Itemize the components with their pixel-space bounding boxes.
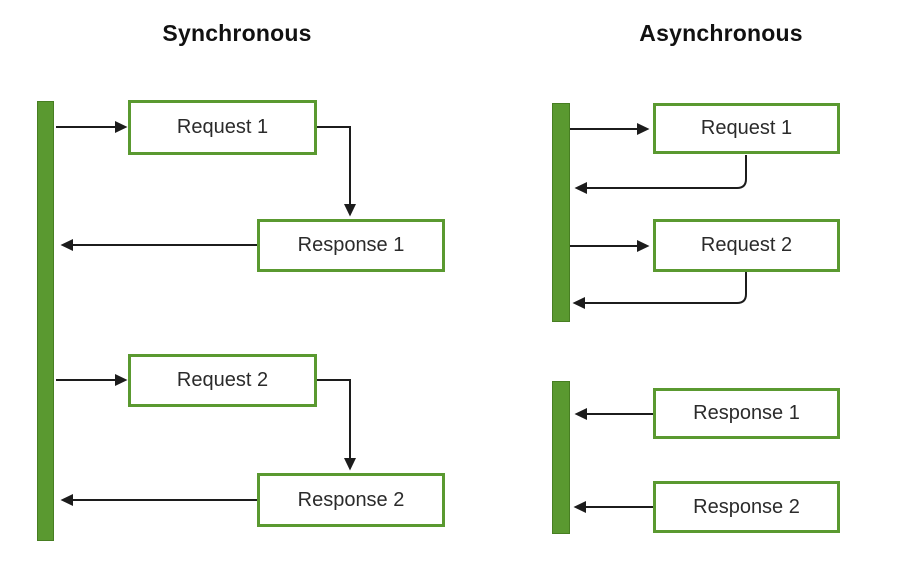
async-request1-return-arrow [574,155,747,194]
sync-request2-to-response2-arrow [317,379,356,471]
sync-request1-to-response1-arrow [317,126,356,217]
sync-response2-box: Response 2 [257,473,445,527]
async-response2-box: Response 2 [653,481,840,533]
sync-request1-box: Request 1 [128,100,317,155]
sync-request2-box: Request 2 [128,354,317,407]
sync-title: Synchronous [162,20,312,46]
async-response1-box: Response 1 [653,388,840,439]
async-request1-box: Request 1 [653,103,840,154]
async-request2-box: Request 2 [653,219,840,272]
async-lifeline-bar-top [552,103,570,322]
sync-response1-box: Response 1 [257,219,445,272]
async-lifeline-bar-bottom [552,381,570,534]
async-title: Asynchronous [639,20,803,46]
async-request2-return-arrow [572,272,747,309]
sync-lifeline-bar [37,101,54,541]
